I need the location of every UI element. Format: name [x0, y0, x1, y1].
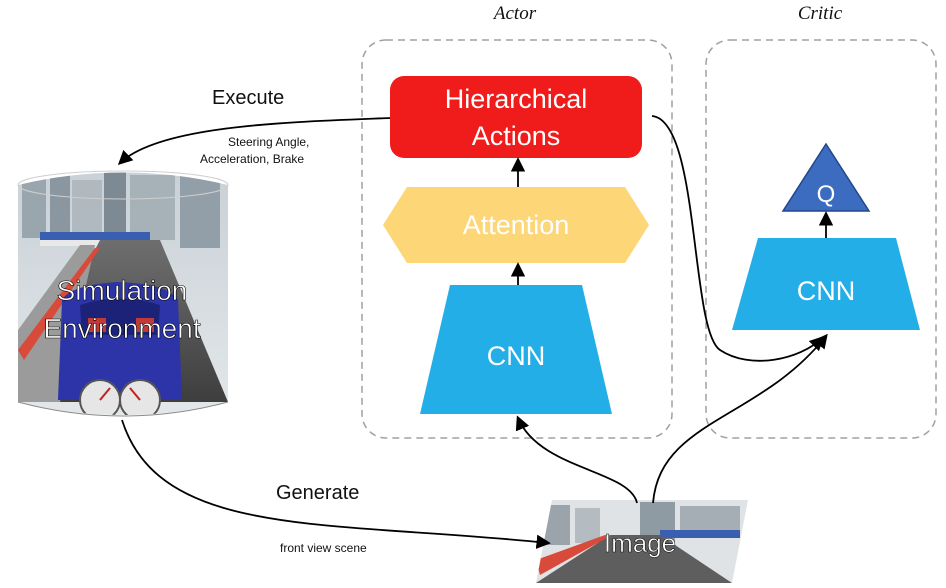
actions-label-line1: Hierarchical: [445, 84, 588, 114]
actor-cnn-label: CNN: [487, 341, 546, 371]
attention-hexagon: [383, 187, 649, 263]
execute-arrow: [117, 117, 391, 165]
q-triangle: [781, 142, 871, 212]
execute-label: Execute: [212, 87, 284, 109]
actor-title: Actor: [492, 3, 537, 24]
generate-arrow: [121, 419, 551, 549]
front-view-road-scene-icon: [536, 500, 748, 583]
cylinder-top-edge: [17, 170, 229, 200]
arrow-image-to-actor-cnn: [515, 415, 638, 504]
actor-group-box: [361, 39, 673, 439]
generate-label: Generate: [276, 482, 359, 504]
execute-detail-line1: Steering Angle,: [228, 135, 309, 149]
racing-simulator-cylinder-icon: [18, 172, 228, 415]
arrow-actions-to-critic-cnn: [651, 115, 825, 362]
actor-cnn-trapezoid: [420, 285, 612, 414]
q-label: Q: [817, 181, 836, 208]
image-label: Image: [604, 528, 676, 558]
critic-group-box: [705, 39, 937, 439]
critic-cnn-trapezoid: [732, 238, 920, 330]
environment-label-line2: Environment: [43, 313, 200, 344]
critic-title: Critic: [798, 3, 843, 24]
actions-label-line2: Actions: [472, 121, 561, 151]
environment-label-line1: Simulation: [57, 275, 188, 306]
generate-detail: front view scene: [280, 541, 367, 555]
execute-detail-line2: Acceleration, Brake: [200, 152, 304, 166]
hierarchical-actions-box: [390, 76, 642, 158]
attention-label: Attention: [463, 210, 570, 240]
critic-cnn-label: CNN: [797, 276, 856, 306]
cylinder-bottom-edge: [17, 401, 229, 417]
arrow-image-to-critic-cnn: [652, 333, 828, 504]
